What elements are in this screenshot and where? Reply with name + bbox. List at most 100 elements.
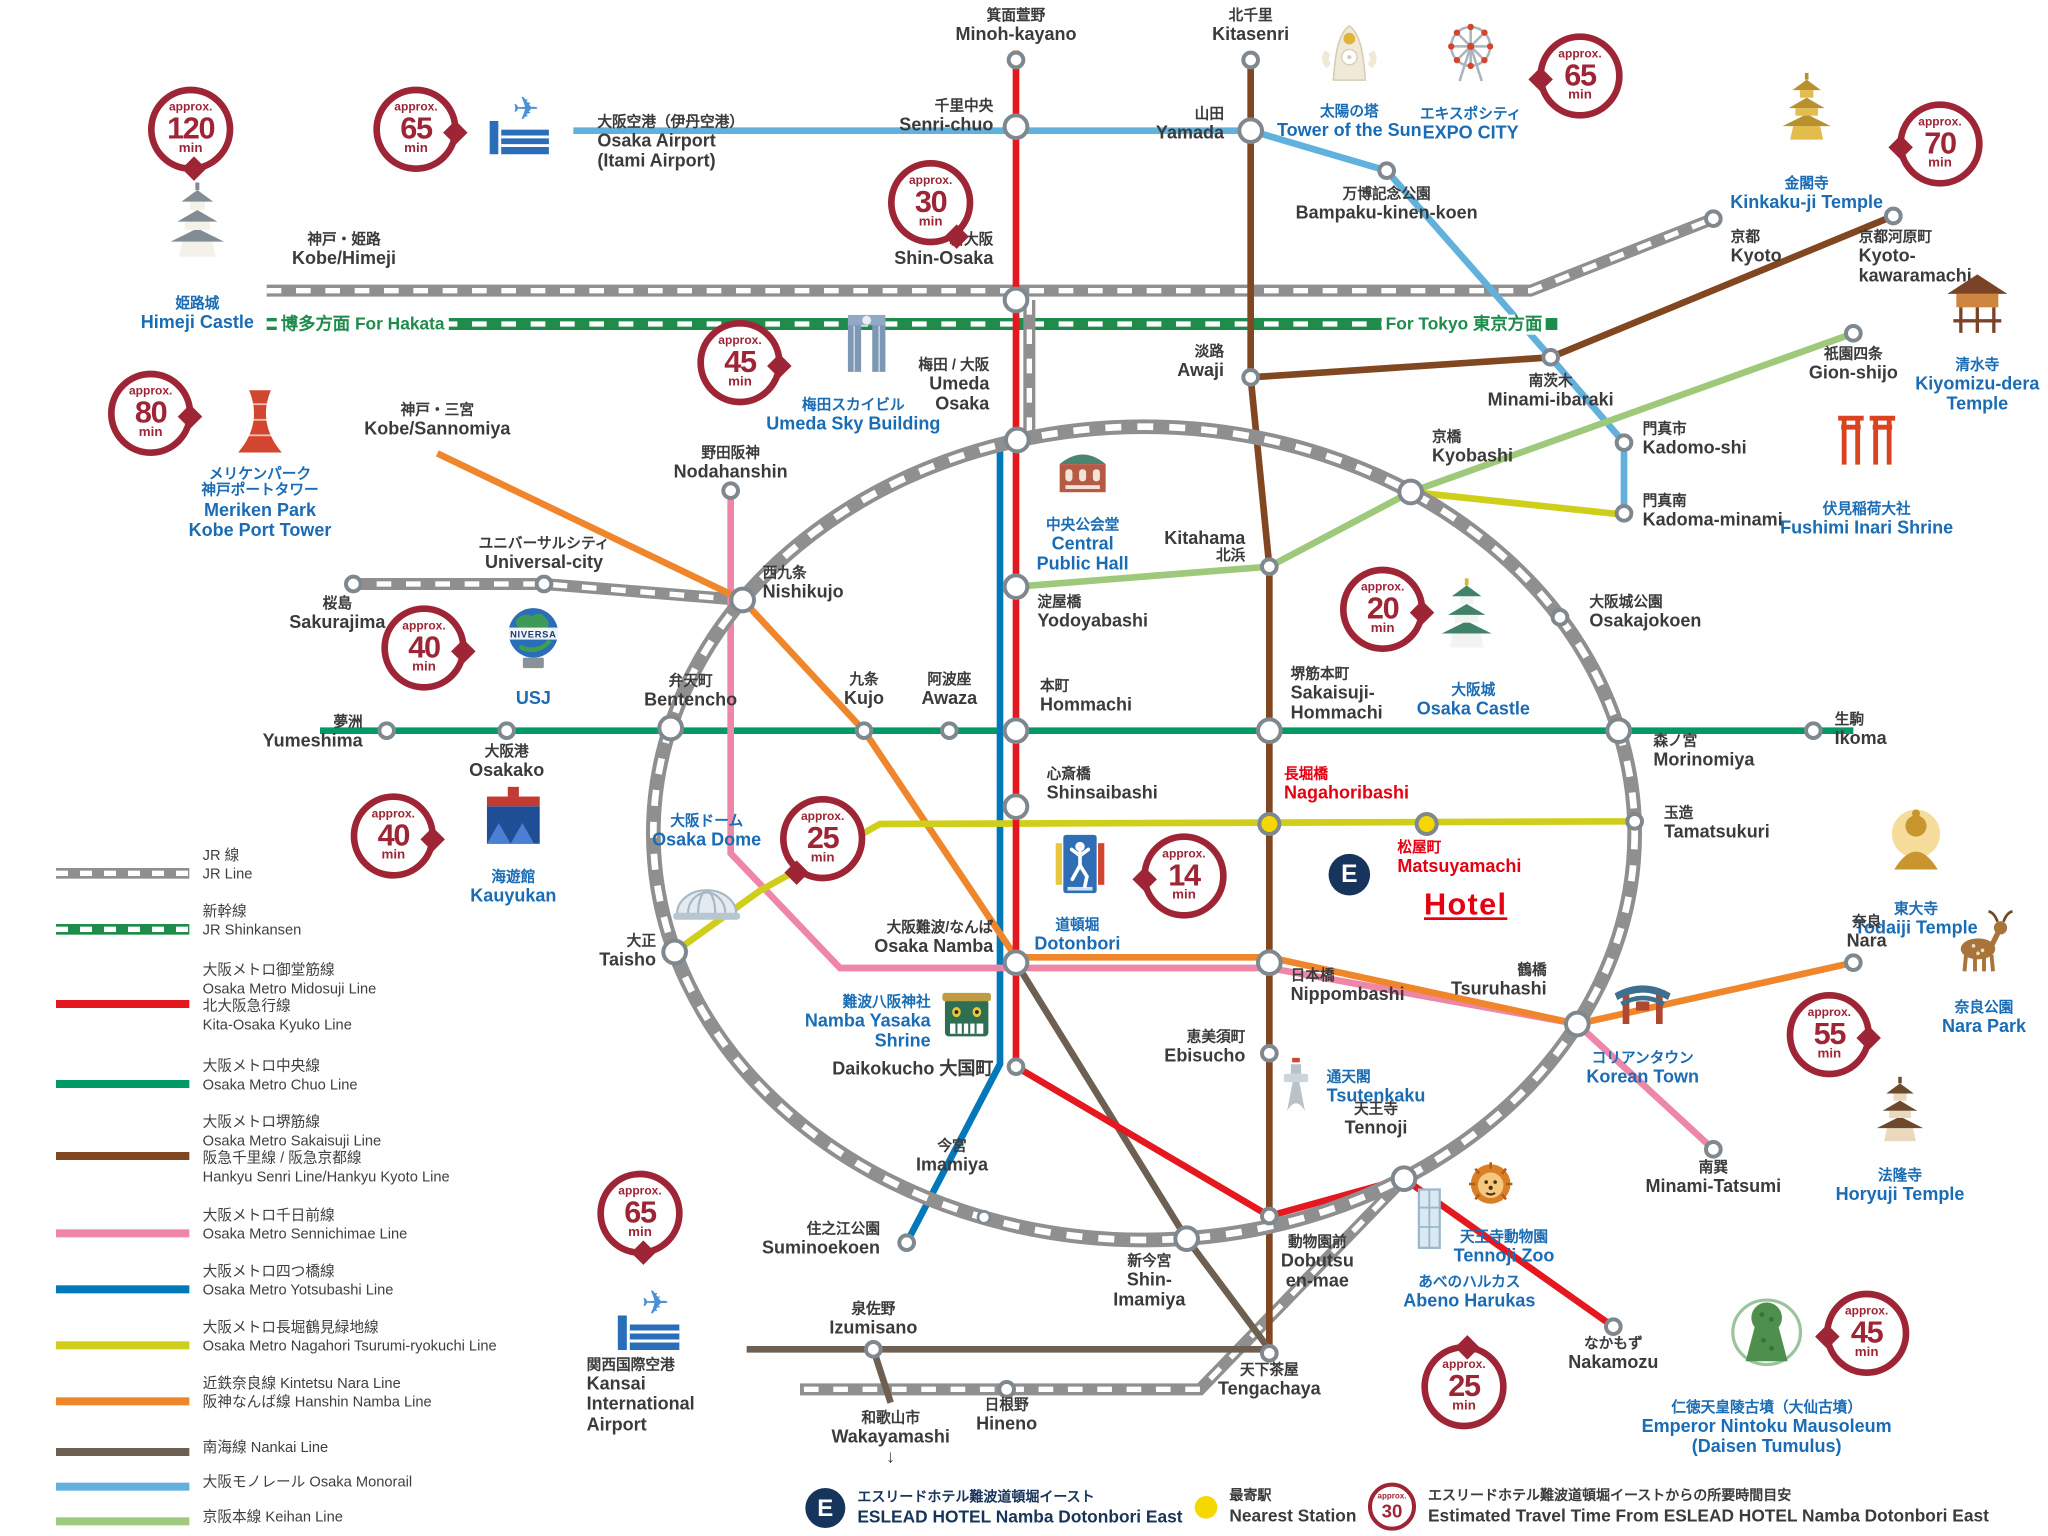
legend-line-sample <box>55 1229 190 1238</box>
station-dot <box>897 1233 916 1252</box>
station-dot <box>976 1209 992 1225</box>
footer-estimate-en: Estimated Travel Time From ESLEAD HOTEL … <box>1427 1505 1989 1526</box>
station-dot <box>661 938 688 966</box>
station-dot <box>1843 323 1863 343</box>
station-dot <box>1259 1043 1279 1063</box>
legend-label: 大阪モノレール Osaka Monorail <box>202 1474 413 1491</box>
footer-hotel-name-en: ESLEAD HOTEL Namba Dotonbori East <box>857 1506 1183 1527</box>
usj-globe-icon: NIVERSA <box>497 601 569 673</box>
footer-nearest-item: 最寄駅 Nearest Station <box>1194 1487 1356 1525</box>
station-dot <box>1259 557 1279 576</box>
station-dot <box>863 1339 883 1359</box>
legend-line-sample <box>55 1482 190 1491</box>
station-label: For Tokyo 東京方面 <box>1381 314 1547 335</box>
nearest-station-dot <box>1257 811 1282 836</box>
umeda-sky-building-icon <box>833 308 900 375</box>
station-dot <box>1002 717 1030 744</box>
kinkakuji-icon <box>1771 71 1843 143</box>
station-dot <box>1603 1317 1623 1336</box>
hotel-label: Hotel <box>1423 886 1508 922</box>
station-dot <box>1173 1225 1200 1252</box>
station-dot <box>1550 607 1570 627</box>
tower-of-the-sun-icon <box>1319 23 1380 84</box>
buddha-icon <box>1879 803 1954 878</box>
osaka-monorail-line <box>573 127 1628 520</box>
footer-nearest-jp: 最寄駅 <box>1229 1487 1272 1504</box>
footer-hotel-name-jp: エスリードホテル難波道頓堀イースト <box>857 1489 1095 1506</box>
legend-line-sample <box>55 1285 190 1294</box>
station-dot <box>1390 1165 1418 1192</box>
ferris-wheel-icon <box>1437 20 1504 87</box>
station-dot <box>1006 50 1026 70</box>
legend-line-sample <box>55 1341 190 1350</box>
tsutenkaku-tower-icon <box>1265 1055 1326 1116</box>
station-dot <box>1843 953 1863 972</box>
stadium-dome-icon <box>669 856 744 931</box>
legend-label: 京阪本線 Keihan Line <box>202 1509 343 1526</box>
station-dot <box>1237 117 1264 144</box>
nankai-line <box>746 960 1276 1353</box>
osaka-castle-icon <box>1429 576 1504 651</box>
tumulus-icon <box>1728 1292 1805 1369</box>
station-dot <box>1241 50 1260 70</box>
station-dot <box>1259 1206 1279 1226</box>
station-dot <box>1397 478 1424 506</box>
legend-line-sample <box>55 1517 190 1526</box>
jr-hanwa-line <box>799 1174 1409 1396</box>
svg-text:✈: ✈ <box>642 1284 670 1321</box>
station-dot <box>1703 1139 1723 1159</box>
jr-osaka-loop-line <box>645 419 1642 1248</box>
station-dot <box>1003 426 1031 454</box>
svg-text:✈: ✈ <box>512 91 539 127</box>
landmark-label: USJ <box>515 687 551 708</box>
